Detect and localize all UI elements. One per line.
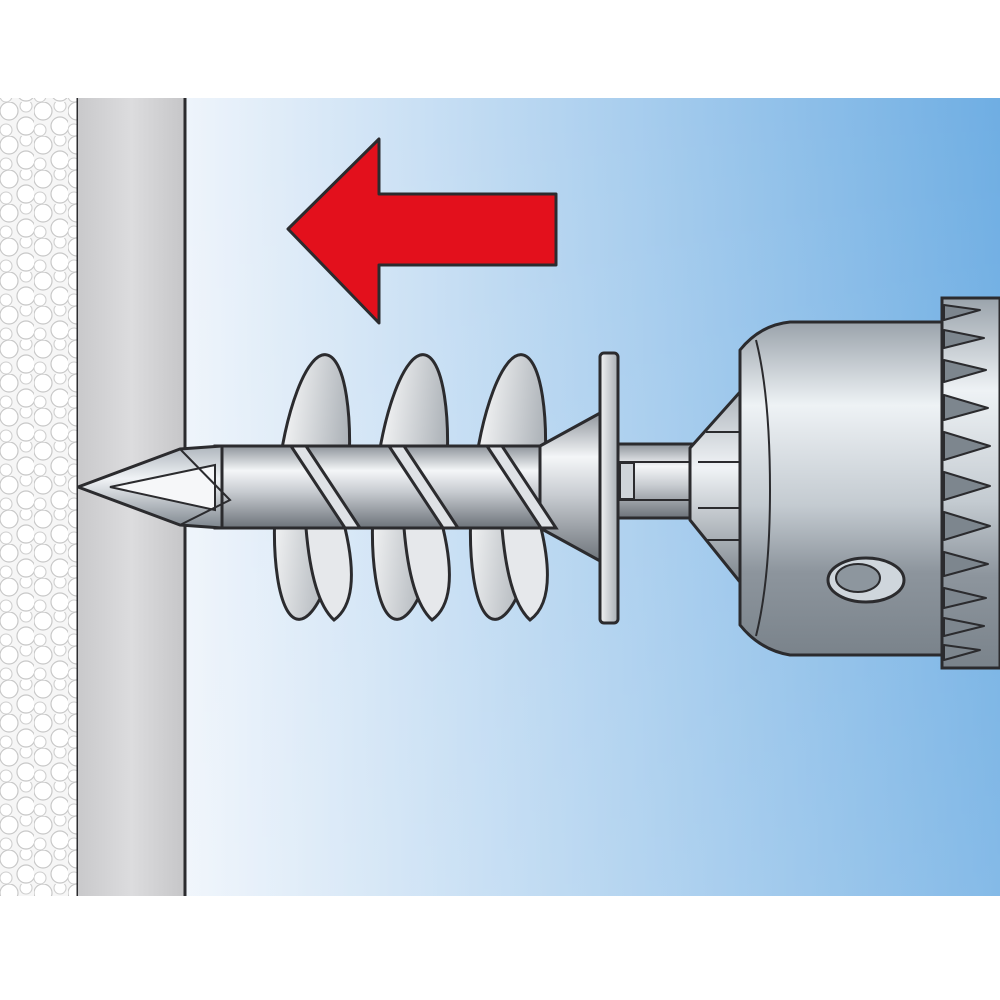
anchor-flange <box>598 351 620 625</box>
drill-chuck-icon <box>688 296 1000 670</box>
anchor-drive <box>616 442 702 520</box>
chuck-knurl-teeth <box>943 304 991 661</box>
spiral-anchor-icon <box>76 351 702 625</box>
chuck-knurled-ring <box>940 296 1000 670</box>
anchor-thread-front <box>288 444 559 530</box>
insulation-layer <box>0 98 80 896</box>
chuck-key-hole <box>826 556 906 604</box>
chuck-body <box>738 320 952 657</box>
arrow-left-icon <box>286 137 558 325</box>
anchor-flights-lower <box>304 526 549 622</box>
anchor-tip <box>76 444 232 530</box>
